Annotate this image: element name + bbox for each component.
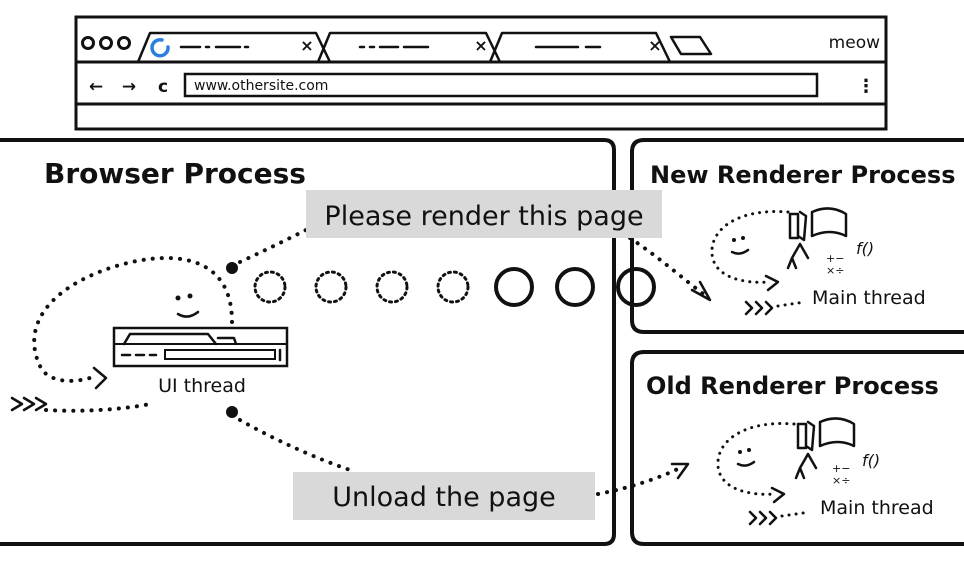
arrow-head-icon [690,280,712,302]
eye-icon [732,238,736,242]
progress-step-pending [253,270,287,304]
math-symbols-icon: +− [826,252,844,265]
main-thread-loop [710,209,790,284]
main-thread-loop [716,421,796,496]
unload-message-arrow-end [596,464,686,496]
progress-step-pending [436,270,470,304]
tab-close-icon[interactable]: × [300,36,313,55]
smile-icon [736,460,756,467]
loading-spinner-icon [150,38,170,58]
new-renderer-thread-label: Main thread [812,287,926,309]
book-icon [818,417,856,448]
browser-process-title: Browser Process [44,157,306,190]
math-symbols-icon: ×÷ [832,474,850,487]
unload-message-arrow-start [238,418,352,472]
back-arrow-icon[interactable]: ← [89,77,103,97]
math-symbols-icon: +− [832,462,850,475]
unload-message-label: Unload the page [332,482,556,513]
eye-icon [747,448,751,452]
arrow-head-icon [770,486,786,504]
smile-icon [176,310,200,318]
eye-icon [741,236,745,240]
window-control-icon[interactable] [81,36,95,50]
progress-step-pending [375,270,409,304]
eye-icon [738,450,742,454]
reload-icon[interactable]: c [158,77,168,97]
progress-step-done [494,267,534,307]
eye-icon [187,293,193,299]
math-symbols-icon: ×÷ [826,264,844,277]
window-control-icon[interactable] [99,36,113,50]
old-renderer-main-thread: +− ×÷ f() Main thread [716,417,934,526]
main-thread-tail [776,300,807,308]
new-tab-button[interactable] [669,35,713,56]
tab-close-icon[interactable]: × [648,36,661,55]
arrow-head-icon [764,274,780,292]
ui-thread-label: UI thread [158,375,246,397]
progress-step-done [616,267,656,307]
smile-icon [730,248,750,255]
tree-icon [794,452,818,480]
progress-indicator [253,267,656,307]
old-renderer-thread-label: Main thread [820,497,934,519]
new-renderer-main-thread: +− ×÷ f() Main thread [710,207,926,316]
progress-step-done [555,267,595,307]
tools-icon [796,420,816,452]
unload-message-origin [226,406,238,418]
unload-message-box [293,472,595,520]
tab-3[interactable] [488,31,672,64]
arrow-head-icon [92,366,108,390]
ui-thread-loop [32,256,234,383]
tab-close-icon[interactable]: × [474,36,487,55]
thread-chevrons-icon [10,396,48,412]
window-control-icon[interactable] [117,36,131,50]
tree-icon [786,242,810,270]
old-renderer-process-title: Old Renderer Process [646,372,939,400]
window-title: meow [829,33,880,53]
render-message-arrow-start [238,226,312,264]
render-message-label: Please render this page [324,201,643,232]
function-icon: f() [862,451,880,470]
progress-step-pending [314,270,348,304]
new-renderer-process-title: New Renderer Process [650,161,955,189]
ui-thread: UI thread [10,256,289,413]
menu-icon[interactable]: ⋮ [857,76,875,97]
address-bar-url: www.othersite.com [194,78,328,94]
thread-chevrons-icon [748,510,778,526]
tools-icon [788,210,808,242]
browser-window: × × × meow ← → c www.othersite.com ⋮ [74,15,888,131]
function-icon: f() [856,239,874,258]
thread-chevrons-icon [744,300,774,316]
book-icon [810,207,848,238]
render-message-box [306,190,662,238]
render-message-origin [226,262,238,274]
render-message-arrow-end [628,236,708,298]
tab-2[interactable] [316,31,502,64]
browser-process-box [0,138,616,546]
arrow-head-icon [670,462,690,480]
address-bar[interactable] [183,72,819,98]
main-thread-tail [780,510,812,518]
eye-icon [175,295,181,301]
forward-arrow-icon[interactable]: → [122,77,136,97]
ui-thread-tail [44,402,152,413]
